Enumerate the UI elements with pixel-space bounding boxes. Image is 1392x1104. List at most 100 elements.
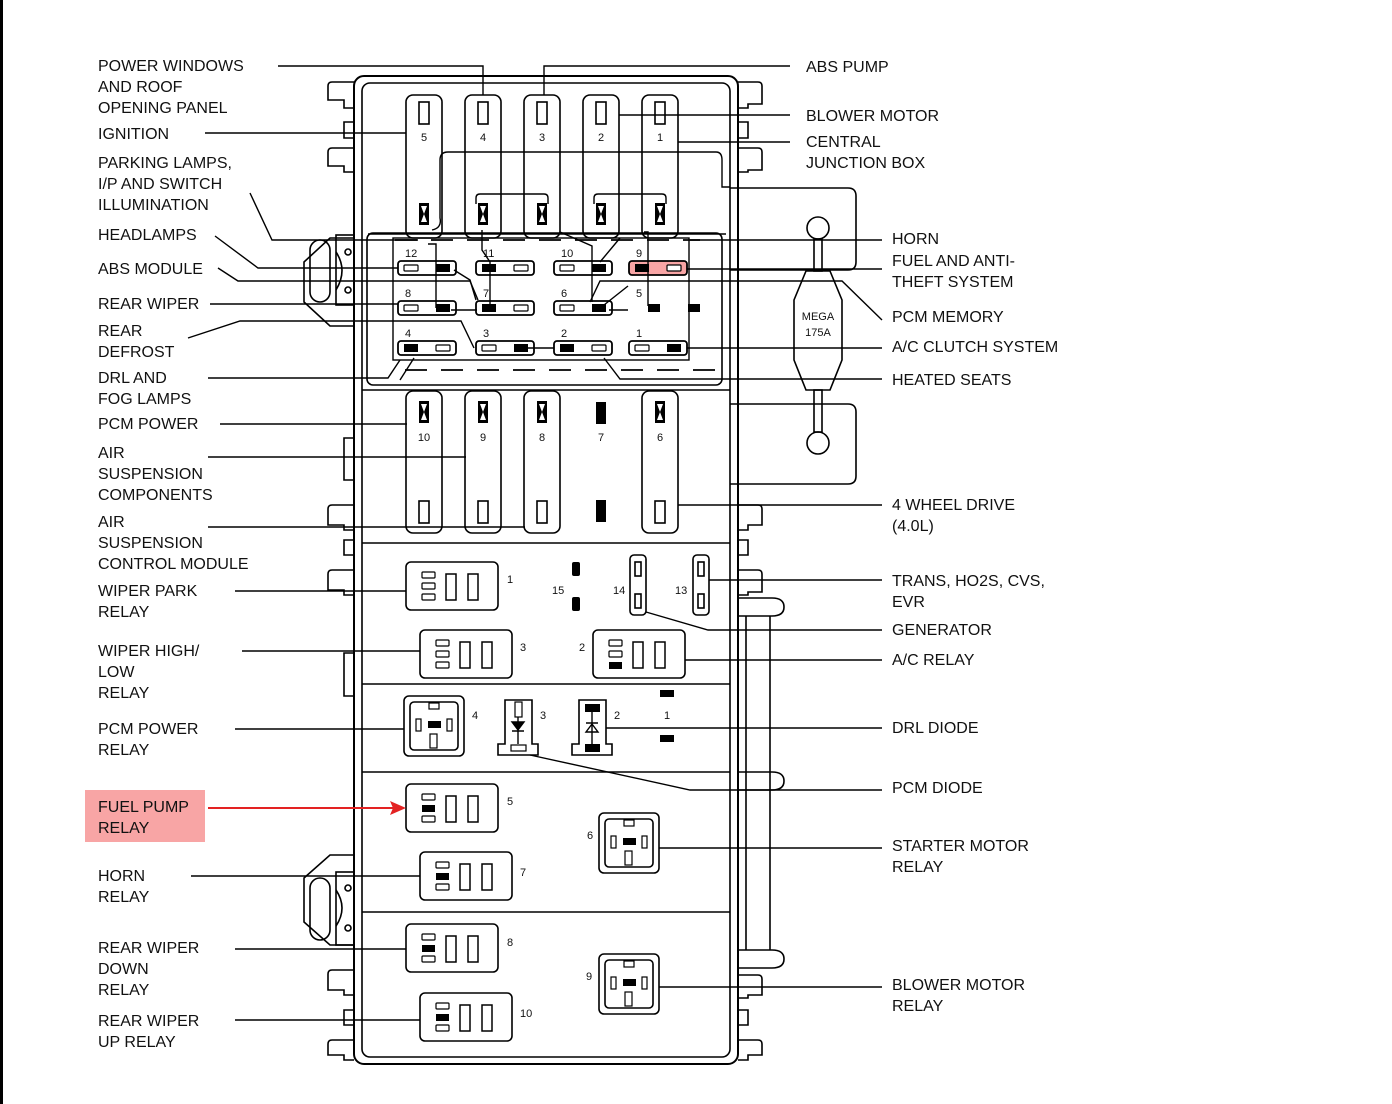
label-line: RELAY [892, 859, 944, 876]
label-line: PARKING LAMPS, [98, 155, 232, 172]
label-rear-wiper: REAR WIPER [98, 296, 199, 313]
relay-body [403, 695, 465, 757]
maxi-fuse-number: 10 [418, 432, 430, 444]
relay-body [592, 629, 686, 679]
maxi-fuse-body [641, 390, 679, 534]
maxi-fuse-number: 9 [480, 432, 486, 444]
relay-body [598, 953, 660, 1015]
relay-pin-filled [623, 838, 636, 845]
relay-pin [610, 976, 617, 990]
label-line: REAR WIPER [98, 1013, 199, 1030]
terminal-open [513, 264, 529, 272]
relay-pin [428, 702, 440, 710]
label-line: REAR [98, 323, 142, 340]
label-line: FUEL AND ANTI- [892, 253, 1015, 270]
relay-pin-open [421, 815, 436, 823]
diode-2-drl: 2 [571, 699, 620, 756]
leader-abs-module [217, 267, 479, 301]
relay-blade [467, 795, 479, 823]
label-line: BLOWER MOTOR [892, 977, 1025, 994]
relay-body [419, 992, 513, 1042]
label-trans-ho2s: TRANS, HO2S, CVS,EVR [892, 573, 1045, 611]
mini-fuse-number: 7 [483, 288, 489, 300]
diode-symbol [584, 712, 600, 744]
relay-6-starter: 6 [587, 812, 660, 874]
relay-pin-open [435, 861, 450, 869]
relay-blade [467, 935, 479, 963]
slot-cross [480, 404, 486, 420]
mini-fuse-8: 8 [397, 288, 457, 316]
mini-fuse-number: 5 [636, 288, 642, 300]
slot-blade [596, 402, 606, 424]
relay-pin [610, 835, 617, 849]
label-line: RELAY [98, 742, 150, 759]
slot-open [418, 101, 430, 125]
relay-number: 9 [586, 971, 592, 983]
relay-number: 4 [472, 710, 478, 722]
relay-socket [604, 818, 654, 868]
label-line: COMPONENTS [98, 487, 213, 504]
slot-blade [596, 500, 606, 522]
label-line: BLOWER MOTOR [806, 108, 939, 125]
relay-number: 1 [507, 574, 513, 586]
slot-cross [598, 206, 604, 222]
label-pcm-memory: PCM MEMORY [892, 309, 1004, 326]
left-border [0, 0, 3, 1104]
mega-fuse: MEGA 175A [793, 216, 843, 455]
leader-pcm-memory [589, 280, 883, 321]
leader-headlamps [214, 235, 398, 269]
label-line: JUNCTION BOX [806, 155, 925, 172]
relay-pin-open [421, 933, 436, 941]
label-pcm-diode: PCM DIODE [892, 780, 983, 797]
mini-fuse-number: 8 [405, 288, 411, 300]
label-heated-seats: HEATED SEATS [892, 372, 1011, 389]
relay-5-fuel-pump: 5 [405, 783, 513, 833]
label-line: RELAY [98, 604, 150, 621]
relay-blade [445, 935, 457, 963]
relay-blade [481, 1004, 493, 1032]
relay-pin [624, 991, 633, 1007]
mini-fuse-number: 1 [636, 328, 642, 340]
label-horn: HORN [892, 231, 939, 248]
relay-pin-open [421, 955, 436, 963]
right-clips [738, 81, 763, 1061]
relay-number: 8 [507, 937, 513, 949]
leader-parking-lamps [249, 192, 418, 241]
label-line: IGNITION [98, 126, 169, 143]
small-fuse-number: 14 [613, 585, 625, 597]
relay-pin-open [608, 650, 623, 658]
slot-open [697, 593, 705, 609]
fuel-pump-arrow [208, 801, 406, 815]
relay-blade [445, 573, 457, 601]
label-line: SUSPENSION [98, 535, 203, 552]
label-line: HEADLAMPS [98, 227, 197, 244]
mini-fuse-12: 12 [397, 248, 457, 276]
label-line: DRL DIODE [892, 720, 979, 737]
relay-pin-filled [422, 805, 435, 812]
diode-1-empty: 1 [660, 690, 674, 742]
relay-pin [624, 850, 633, 866]
terminal-open [513, 304, 529, 312]
mini-fuse-number: 9 [636, 248, 642, 260]
leader-lines [187, 65, 883, 1021]
mini-fuse-number: 2 [561, 328, 567, 340]
relay-blade [459, 641, 471, 669]
mini-fuse-terminal [688, 304, 700, 312]
maxi-fuse-body [464, 390, 502, 534]
slot-cross [539, 404, 545, 420]
small-fuse-body [629, 554, 647, 616]
relay-pin [623, 819, 635, 827]
slot-cross [539, 206, 545, 222]
label-line: I/P AND SWITCH [98, 176, 222, 193]
side-rail [738, 597, 785, 969]
mini-fuse-2: 2 [553, 328, 613, 356]
label-line: FOG LAMPS [98, 391, 191, 408]
relay-blade [481, 641, 493, 669]
